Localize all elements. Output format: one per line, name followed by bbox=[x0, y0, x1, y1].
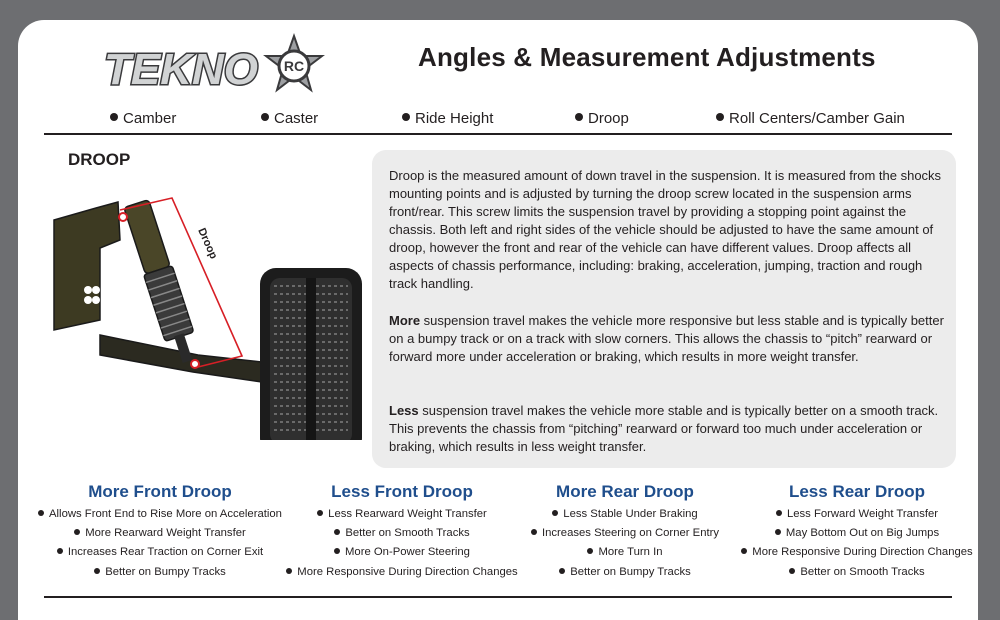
list-item: More Responsive During Direction Changes bbox=[277, 563, 527, 582]
topic-roll-centers: Roll Centers/Camber Gain bbox=[716, 110, 905, 127]
list-item: Less Forward Weight Transfer bbox=[732, 505, 978, 524]
droop-label: Droop bbox=[195, 226, 219, 261]
bullet-icon bbox=[789, 567, 796, 574]
bullet-icon bbox=[110, 113, 118, 121]
topic-camber: Camber bbox=[110, 110, 176, 127]
page-title: Angles & Measurement Adjustments bbox=[418, 42, 876, 72]
bullet-icon bbox=[94, 567, 101, 574]
section-title: DROOP bbox=[68, 150, 131, 169]
tire bbox=[260, 268, 362, 440]
droop-description: Droop is the measured amount of down tra… bbox=[372, 150, 956, 468]
effects-more-rear-droop: More Rear Droop Less Stable Under Brakin… bbox=[500, 482, 750, 582]
list-item: More Turn In bbox=[500, 543, 750, 562]
bullet-icon bbox=[317, 510, 324, 516]
list-item: Less Stable Under Braking bbox=[500, 505, 750, 524]
tekno-rc-logo: TEKNO RC bbox=[103, 32, 325, 96]
list-item: Increases Steering on Corner Entry bbox=[500, 524, 750, 543]
bullet-icon bbox=[716, 113, 724, 121]
list-item: Better on Bumpy Tracks bbox=[35, 563, 285, 582]
top-mount-point bbox=[118, 212, 128, 222]
effect-heading: More Front Droop bbox=[88, 482, 232, 501]
effects-less-rear-droop: Less Rear Droop Less Forward Weight Tran… bbox=[732, 482, 978, 582]
effects-less-front-droop: Less Front Droop Less Rearward Weight Tr… bbox=[277, 482, 527, 582]
bullet-icon bbox=[575, 113, 583, 121]
description-less: Less suspension travel makes the vehicle… bbox=[389, 403, 939, 454]
list-item: More Rearward Weight Transfer bbox=[35, 524, 285, 543]
topic-droop: Droop bbox=[575, 110, 629, 127]
bullet-icon bbox=[334, 548, 341, 555]
bullet-icon bbox=[261, 113, 269, 121]
bullet-icon bbox=[552, 510, 559, 516]
bullet-icon bbox=[774, 529, 781, 536]
divider-bottom bbox=[44, 596, 952, 598]
topic-list: Camber Caster Ride Height Droop Roll Cen… bbox=[18, 104, 978, 136]
bullet-icon bbox=[559, 567, 566, 574]
bullet-icon bbox=[334, 529, 341, 536]
list-item: More On-Power Steering bbox=[277, 543, 527, 562]
list-item: Better on Bumpy Tracks bbox=[500, 563, 750, 582]
topic-caster: Caster bbox=[261, 110, 318, 127]
bullet-icon bbox=[286, 567, 293, 574]
list-item: May Bottom Out on Big Jumps bbox=[732, 524, 978, 543]
bullet-icon bbox=[402, 113, 410, 121]
divider-top bbox=[44, 133, 952, 135]
bullet-icon bbox=[56, 548, 63, 555]
description-intro: Droop is the measured amount of down tra… bbox=[389, 168, 942, 291]
list-item: Less Rearward Weight Transfer bbox=[277, 505, 527, 524]
bullet-icon bbox=[587, 548, 594, 555]
bullet-icon bbox=[775, 510, 782, 516]
shock-absorber bbox=[124, 199, 194, 364]
chassis-part bbox=[53, 201, 121, 331]
logo-text: TEKNO bbox=[104, 45, 258, 94]
bullet-icon bbox=[74, 529, 81, 536]
list-item: Increases Rear Traction on Corner Exit bbox=[35, 543, 285, 562]
effect-heading: Less Rear Droop bbox=[788, 482, 926, 501]
droop-diagram: Droop bbox=[53, 197, 362, 440]
description-more: More suspension travel makes the vehicle… bbox=[389, 313, 944, 364]
effect-heading: More Rear Droop bbox=[556, 482, 694, 501]
list-item: Better on Smooth Tracks bbox=[277, 524, 527, 543]
list-item: Better on Smooth Tracks bbox=[732, 563, 978, 582]
list-item: More Responsive During Direction Changes bbox=[732, 543, 978, 562]
droop-measure-line bbox=[119, 197, 244, 369]
bullet-icon bbox=[741, 548, 748, 555]
bullet-icon bbox=[38, 510, 45, 516]
topic-ride-height: Ride Height bbox=[402, 110, 493, 127]
list-item: Allows Front End to Rise More on Acceler… bbox=[35, 505, 285, 524]
effect-heading: Less Front Droop bbox=[331, 482, 473, 501]
info-sheet: TEKNO RC Angles & Measurement Adjustment… bbox=[18, 20, 978, 620]
bullet-icon bbox=[530, 529, 537, 536]
effects-more-front-droop: More Front Droop Allows Front End to Ris… bbox=[35, 482, 285, 582]
logo-badge-text: RC bbox=[284, 58, 304, 74]
logo-badge: RC bbox=[263, 32, 325, 93]
